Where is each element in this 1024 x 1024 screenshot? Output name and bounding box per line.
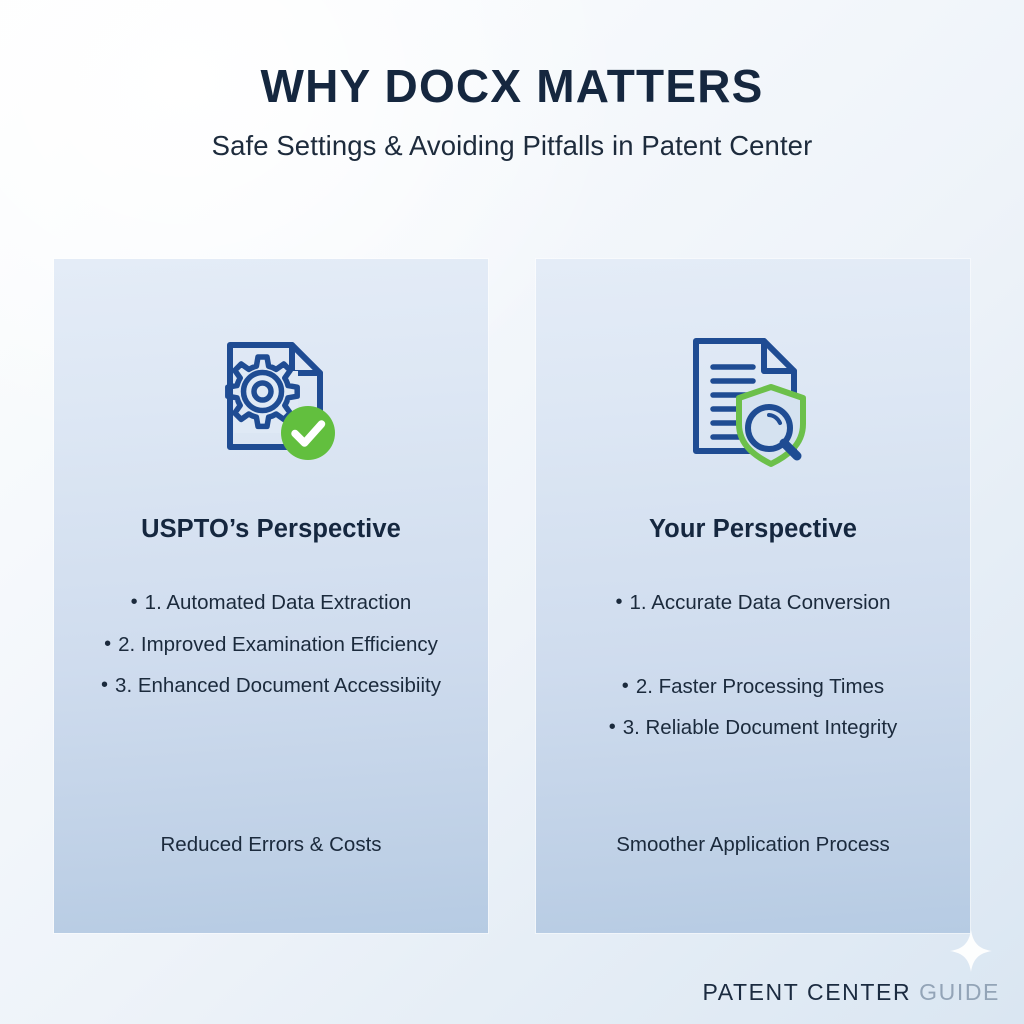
list-item: • 3. Reliable Document Integrity (536, 717, 970, 739)
bullet-marker: • (101, 674, 109, 696)
card-heading: USPTO’s Perspective (141, 515, 401, 543)
list-item-label: 3. Enhanced Document Accessibiity (115, 674, 441, 697)
list-item: • 3. Enhanced Document Accessibiity (54, 675, 488, 697)
list-item: • 2. Faster Processing Times (536, 676, 970, 698)
brand-logo: PATENT CENTER GUIDE (703, 930, 1001, 1004)
page-title: WHY DOCX MATTERS (260, 60, 764, 112)
header: WHY DOCX MATTERS Safe Settings & Avoidin… (0, 62, 1024, 162)
card-outcome-text: Reduced Errors & Costs (160, 833, 382, 856)
bullet-marker: • (608, 716, 616, 738)
list-item-label: 2. Improved Examination Efficiency (118, 632, 438, 656)
document-gear-check-icon (191, 321, 351, 473)
benefit-list: • 1. Automated Data Extraction • 2. Improv… (54, 592, 488, 717)
brand-name-secondary: GUIDE (919, 979, 1000, 1005)
list-item: • 1. Automated Data Extraction (54, 592, 488, 614)
comparison-cards: USPTO’s Perspective • 1. Automated Data E… (54, 259, 970, 933)
bullet-marker: • (621, 674, 629, 697)
bullet-marker: • (615, 591, 623, 613)
list-item: • 2. Improved Examination Efficiency (54, 634, 488, 656)
brand-text: PATENT CENTER GUIDE (703, 981, 1001, 1004)
bullet-marker: • (130, 591, 138, 613)
list-item-label: 3. Reliable Document Integrity (622, 716, 898, 739)
list-item-label: 1. Accurate Data Conversion (629, 591, 891, 614)
list-item-label: 1. Automated Data Extraction (144, 591, 412, 614)
document-shield-magnifier-icon (673, 321, 833, 473)
brand-name-primary: PATENT CENTER (702, 979, 912, 1005)
bullet-marker: • (104, 632, 112, 655)
four-point-star-icon (950, 930, 992, 972)
card-uspto-perspective: USPTO’s Perspective • 1. Automated Data E… (54, 259, 488, 933)
list-item-label: 2. Faster Processing Times (635, 674, 885, 698)
benefit-list: • 1. Accurate Data Conversion • 2. Faster … (536, 592, 970, 759)
list-item: • 1. Accurate Data Conversion (536, 592, 970, 614)
card-outcome-text: Smoother Application Process (616, 833, 890, 856)
card-heading: Your Perspective (648, 515, 858, 543)
card-your-perspective: Your Perspective • 1. Accurate Data Conve… (536, 259, 970, 933)
page-subtitle: Safe Settings & Avoiding Pitfalls in Pat… (211, 130, 813, 162)
